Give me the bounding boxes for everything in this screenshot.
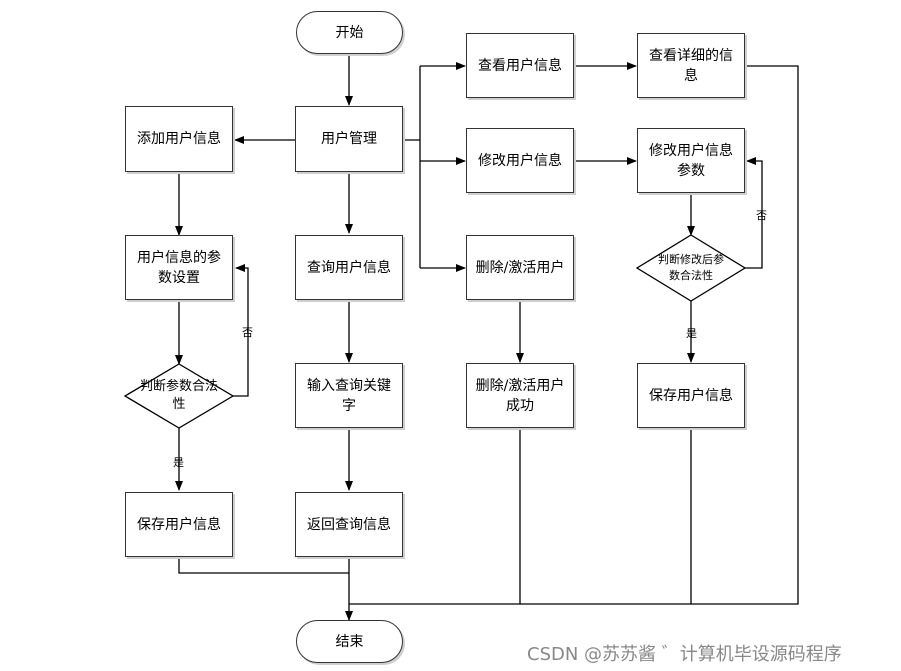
delete-activate-box: 删除/激活用户	[466, 235, 574, 300]
start-node: 开始	[296, 11, 403, 54]
yes-label-left: 是	[173, 456, 184, 469]
end-node: 结束	[296, 620, 403, 663]
view-detail-box: 查看详细的信息	[637, 33, 745, 98]
save-user-left-box: 保存用户信息	[125, 492, 233, 557]
view-user-box: 查看用户信息	[466, 33, 574, 98]
edge-check-no-loop	[233, 264, 249, 397]
delete-success-box: 删除/激活用户成功	[466, 363, 574, 428]
decision-diamond-params	[123, 363, 235, 429]
input-keyword-box: 输入查询关键字	[295, 363, 403, 428]
edge-detail-to-end	[691, 65, 799, 605]
save-user-right-box: 保存用户信息	[637, 363, 745, 428]
param-setting-box: 用户信息的参数设置	[125, 235, 233, 300]
user-management-box: 用户管理	[295, 106, 403, 172]
yes-label-right: 是	[686, 327, 697, 340]
edge-save-left-to-end	[178, 557, 349, 574]
check-params-diamond-label: 判断参数合法性	[139, 379, 218, 412]
add-user-box: 添加用户信息	[125, 106, 233, 172]
modify-params-box: 修改用户信息参数	[637, 128, 745, 193]
edge-save-right-to-end	[520, 428, 692, 605]
no-label-left: 否	[242, 326, 253, 339]
decision-diamond-modified	[635, 234, 747, 302]
query-user-box: 查询用户信息	[295, 235, 403, 300]
check-modified-diamond-label: 判断修改后参数合法性	[658, 253, 724, 282]
return-query-box: 返回查询信息	[295, 492, 403, 557]
modify-user-box: 修改用户信息	[466, 128, 574, 193]
watermark-text: CSDN @苏苏酱 ゛计算机毕设源码程序	[527, 644, 842, 665]
edge-check-modified-no-loop	[745, 157, 763, 269]
no-label-right: 否	[756, 209, 767, 222]
